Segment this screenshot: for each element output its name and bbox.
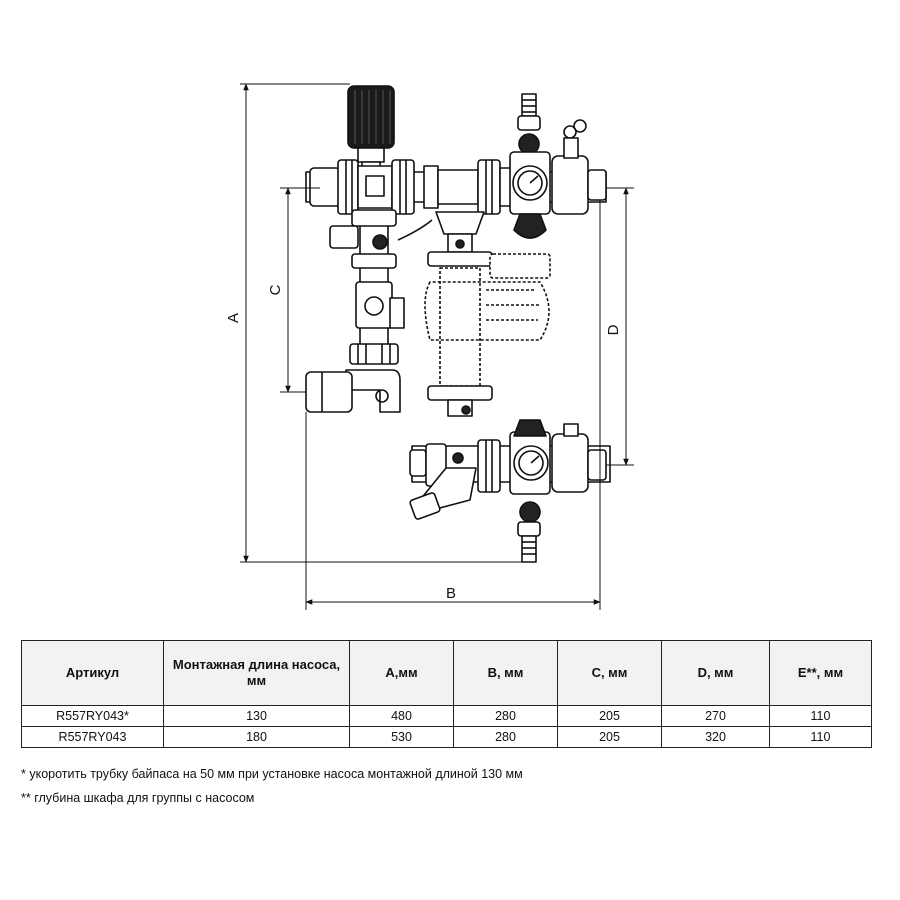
header-pump-length: Монтажная длина насоса, мм — [163, 640, 350, 706]
table-cell: 530 — [349, 726, 454, 748]
thermostatic-head — [347, 85, 395, 173]
table-cell: 180 — [163, 726, 350, 748]
table-cell: 110 — [769, 726, 872, 748]
header-article: Артикул — [21, 640, 164, 706]
header-d: D, мм — [661, 640, 770, 706]
table-cell: 110 — [769, 705, 872, 727]
header-a: A,мм — [349, 640, 454, 706]
table-cell: 270 — [661, 705, 770, 727]
dimension-label-c: C — [267, 284, 284, 295]
header-b: B, мм — [453, 640, 558, 706]
table-cell: 320 — [661, 726, 770, 748]
table-cell: 130 — [163, 705, 350, 727]
circulation-pump — [424, 211, 551, 417]
footnote-cabinet-depth: ** глубина шкафа для группы с насосом — [21, 791, 255, 805]
header-c: C, мм — [557, 640, 662, 706]
table-cell: 280 — [453, 726, 558, 748]
bypass-column — [305, 209, 433, 413]
table-cell: 280 — [453, 705, 558, 727]
header-e: E**, мм — [769, 640, 872, 706]
table-cell: 205 — [557, 705, 662, 727]
upper-right-valve-block — [509, 93, 607, 239]
footnote-bypass: * укоротить трубку байпаса на 50 мм при … — [21, 767, 523, 781]
table-row: R557RY043 180 530 280 205 320 110 — [21, 726, 872, 748]
dimension-label-d: D — [605, 324, 622, 335]
table-cell: R557RY043 — [21, 726, 164, 748]
dimension-label-a: A — [225, 313, 242, 323]
table-cell: R557RY043* — [21, 705, 164, 727]
table-header-row: Артикул Монтажная длина насоса, мм A,мм … — [21, 640, 872, 706]
lower-right-valve-block — [409, 419, 611, 563]
specification-table: Артикул Монтажная длина насоса, мм A,мм … — [21, 640, 872, 748]
pump-group-drawing: A C D B — [225, 83, 634, 610]
dimension-label-b: B — [446, 585, 456, 602]
table-row: R557RY043* 130 480 280 205 270 110 — [21, 705, 872, 727]
table-cell: 205 — [557, 726, 662, 748]
table-cell: 480 — [349, 705, 454, 727]
